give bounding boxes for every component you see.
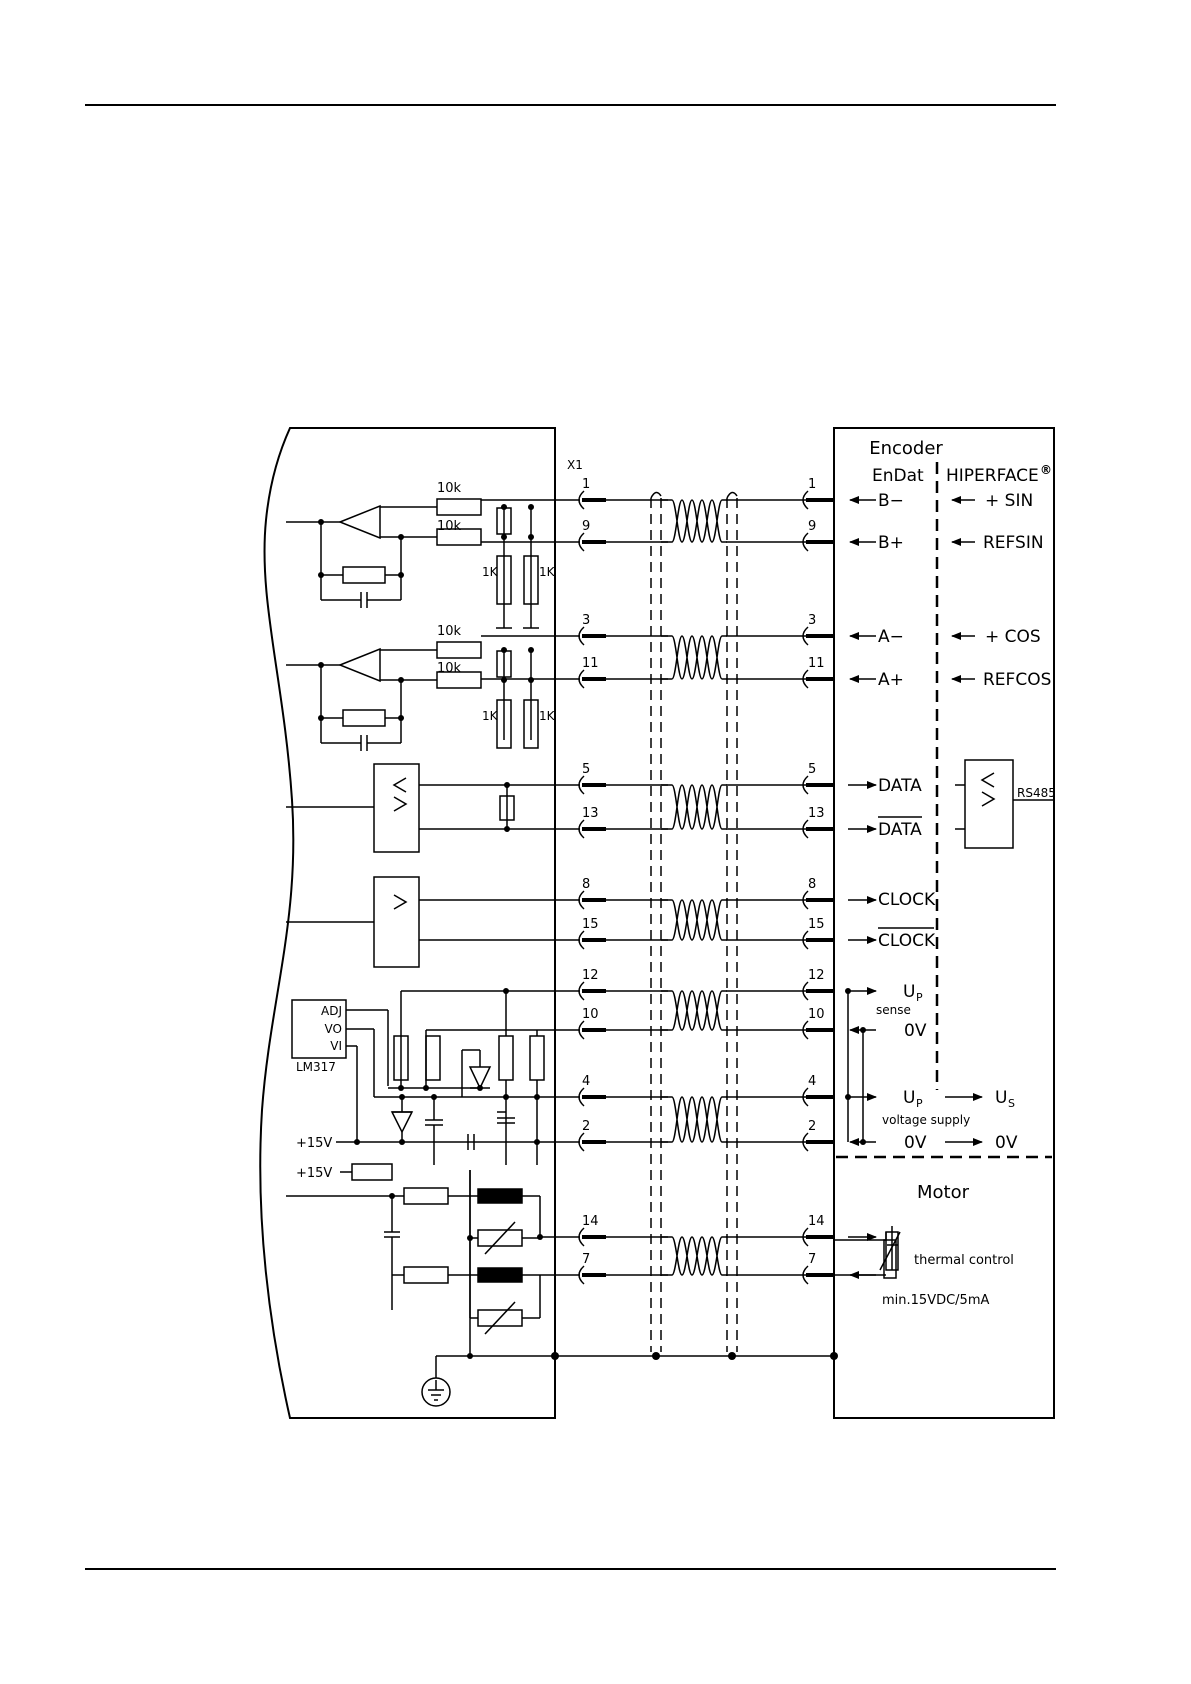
pin-number: 10 — [808, 1007, 825, 1022]
pin-number: 5 — [582, 762, 590, 777]
earth-icon — [422, 1378, 450, 1406]
hiperface-sin: + SIN — [985, 491, 1033, 511]
shield-cap-right — [727, 492, 737, 498]
signal-up-subscript: P — [916, 991, 923, 1004]
pin-number: 1 — [582, 477, 590, 492]
res-10k-label: 10k — [437, 481, 462, 496]
rs485-transceiver-icon — [286, 764, 580, 852]
hiperface-arrows — [945, 500, 982, 1142]
pin-number: 8 — [808, 877, 816, 892]
pin-number: 14 — [582, 1214, 599, 1229]
pin-number: 10 — [582, 1007, 599, 1022]
pin-number: 15 — [582, 917, 599, 932]
signal-a-plus: A+ — [878, 670, 904, 690]
pin-number: 11 — [582, 656, 599, 671]
signal-b-minus: B− — [878, 491, 904, 511]
signal-b-plus: B+ — [878, 533, 904, 553]
res-10k-label: 10k — [437, 624, 462, 639]
pin-vo-label: VO — [325, 1022, 342, 1036]
pin-number: 12 — [582, 968, 599, 983]
voltage-supply-label: voltage supply — [882, 1113, 970, 1127]
signal-clock: CLOCK — [878, 890, 936, 910]
pin-number: 5 — [808, 762, 816, 777]
clock-driver-icon — [286, 877, 580, 967]
pin-number: 4 — [808, 1074, 816, 1089]
pin-number: 7 — [808, 1252, 816, 1267]
encoder-box — [834, 428, 1054, 1418]
signal-0v-supply: 0V — [904, 1133, 927, 1153]
signal-data: DATA — [878, 776, 922, 796]
supply-15v-label: +15V — [296, 1136, 332, 1151]
pin-number: 4 — [582, 1074, 590, 1089]
connector-label: X1 — [567, 458, 583, 472]
pin-number: 12 — [808, 968, 825, 983]
signal-up-sense: U — [903, 982, 915, 1002]
res-1k-label: 1K — [539, 565, 556, 579]
pin-number: 15 — [808, 917, 825, 932]
signal-clock-inverted: CLOCK — [878, 931, 936, 951]
lm317-label: LM317 — [296, 1060, 336, 1074]
endat-label: EnDat — [872, 466, 924, 486]
pin-number: 13 — [582, 806, 599, 821]
pin-number: 7 — [582, 1252, 590, 1267]
res-1k-label: 1K — [482, 565, 499, 579]
pin-number: 2 — [582, 1119, 590, 1134]
pin-adj-label: ADJ — [321, 1004, 342, 1018]
signal-data-inverted: DATA — [878, 820, 922, 840]
pin-number: 3 — [582, 613, 590, 628]
pin-vi-label: VI — [330, 1039, 342, 1053]
hiperface-0v: 0V — [995, 1133, 1018, 1153]
thermal-control-label: thermal control — [914, 1253, 1014, 1268]
pin-number: 3 — [808, 613, 816, 628]
signal-up-supply: U — [903, 1088, 915, 1108]
thermistor-icon — [834, 1226, 900, 1275]
thermal-rating-label: min.15VDC/5mA — [882, 1293, 989, 1308]
supply-15v-label: +15V — [296, 1166, 332, 1181]
res-1k-label: 1K — [482, 709, 499, 723]
circuit-junctions — [318, 504, 866, 1241]
pin-number: 11 — [808, 656, 825, 671]
pin-number: 2 — [808, 1119, 816, 1134]
op-amp-icon — [286, 649, 437, 751]
pin-number: 9 — [808, 519, 816, 534]
res-10k-label: 10k — [437, 661, 462, 676]
hiperface-refsin: REFSIN — [983, 533, 1044, 553]
pin-number: 14 — [808, 1214, 825, 1229]
res-10k-label: 10k — [437, 519, 462, 534]
res-1k-label: 1K — [539, 709, 556, 723]
signal-0v-sense: 0V — [904, 1021, 927, 1041]
hiperface-us: U — [995, 1088, 1007, 1108]
pin-number: 1 — [808, 477, 816, 492]
hiperface-cos: + COS — [985, 627, 1041, 647]
hiperface-label: HIPERFACE — [946, 466, 1039, 486]
op-amp-icon — [286, 506, 437, 608]
hiperface-us-subscript: S — [1008, 1097, 1015, 1110]
signal-up-subscript: P — [916, 1097, 923, 1110]
hiperface-refcos: REFCOS — [983, 670, 1051, 690]
encoder-title: Encoder — [869, 438, 943, 459]
registered-mark: ® — [1040, 463, 1052, 477]
pin-number: 13 — [808, 806, 825, 821]
thermal-input-network — [286, 1164, 580, 1334]
signal-a-minus: A− — [878, 627, 904, 647]
motor-title: Motor — [917, 1182, 970, 1203]
pin-number: 8 — [582, 877, 590, 892]
pin-number: 9 — [582, 519, 590, 534]
shield-cap-left — [651, 492, 661, 498]
rs485-label: RS485 — [1017, 786, 1056, 800]
sense-label: sense — [876, 1003, 911, 1017]
